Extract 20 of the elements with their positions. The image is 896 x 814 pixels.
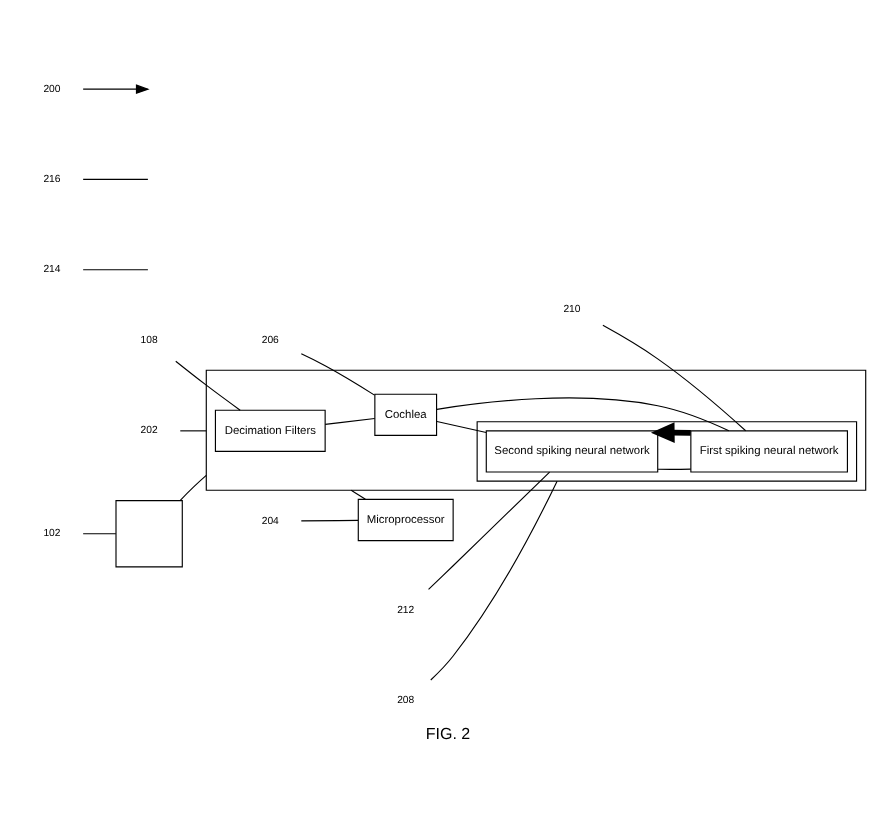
connector [179,429,207,431]
node-box [115,499,183,567]
connector [179,473,207,501]
connector [300,518,359,521]
connector [82,177,149,179]
connector [324,416,376,424]
connector [350,488,366,499]
connector [82,268,149,270]
connector [436,396,730,431]
connector [175,359,241,410]
connector [430,479,558,680]
connector [602,323,747,431]
connector [436,420,487,433]
arrow [82,83,150,93]
connector [300,352,376,395]
cluster [205,368,867,490]
connector [427,470,551,589]
connector [82,532,117,534]
arrow [650,421,691,442]
connector [657,467,692,469]
